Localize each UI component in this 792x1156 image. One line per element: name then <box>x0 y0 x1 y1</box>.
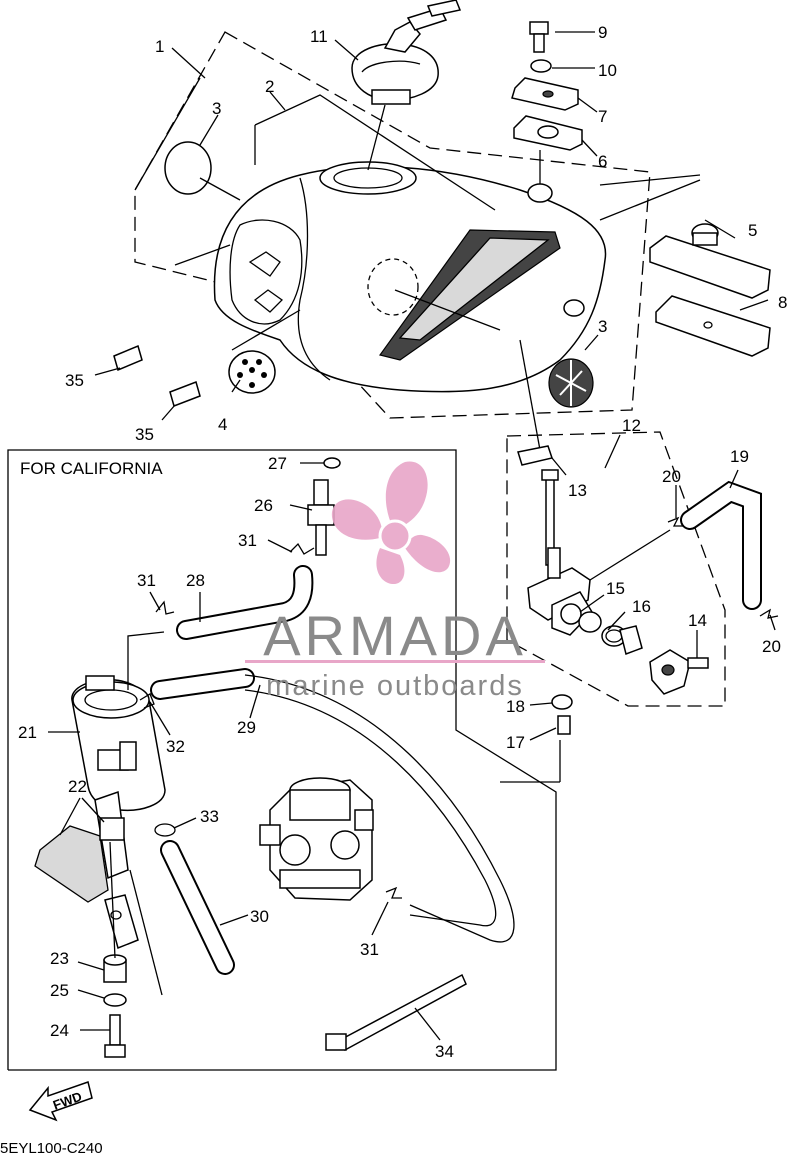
callout: 33 <box>200 807 219 826</box>
leader-lines-upper <box>94 31 769 451</box>
callout: 4 <box>218 415 227 434</box>
callout: 16 <box>632 597 651 616</box>
callout: 11 <box>310 27 328 46</box>
leader-lines-fuel-cock <box>500 434 776 783</box>
callout: 31 <box>137 571 156 590</box>
charcoal-canister <box>71 675 166 812</box>
clip-31-lower <box>385 886 402 899</box>
cable-tie <box>325 973 467 1052</box>
clip-20-upper <box>667 516 684 527</box>
hose-30 <box>160 840 235 975</box>
damper-round <box>228 350 276 394</box>
callout: 23 <box>50 949 69 968</box>
callout: 19 <box>730 447 749 466</box>
canister-bracket <box>34 790 139 950</box>
callout: 21 <box>18 723 37 742</box>
callout: 9 <box>598 23 607 42</box>
clip-32 <box>139 693 155 709</box>
callout: 13 <box>568 481 587 500</box>
hose-29 <box>150 668 515 943</box>
fuel-tank <box>174 161 607 393</box>
roll-over-valve <box>307 479 335 556</box>
watermark-divider <box>245 660 545 663</box>
callout: 2 <box>265 77 274 96</box>
fwd-arrow: FWD <box>28 1081 93 1122</box>
watermark-tagline: marine outboards <box>266 670 524 702</box>
callout: 28 <box>186 571 205 590</box>
damper <box>513 115 583 151</box>
leader-lines-california <box>48 462 441 1041</box>
bolt-24 <box>104 1014 126 1058</box>
watermark-brand: ARMADA <box>263 604 527 667</box>
callout: 5 <box>748 221 757 240</box>
pad-lower <box>169 381 201 407</box>
cap-27 <box>323 457 341 469</box>
callout: 20 <box>762 637 781 656</box>
callout: 24 <box>50 1021 69 1040</box>
clip-31-left <box>155 600 175 615</box>
callout: 25 <box>50 981 69 1000</box>
callout: 30 <box>250 907 269 926</box>
clip-33 <box>154 823 176 837</box>
callout: 29 <box>237 718 256 737</box>
clip-20-lower <box>759 608 779 619</box>
washer <box>530 59 552 73</box>
callout: 22 <box>68 777 87 796</box>
callout: 8 <box>778 293 787 312</box>
callout: 32 <box>166 737 185 756</box>
callout: 6 <box>598 152 607 171</box>
hose-28 <box>176 565 314 640</box>
bolt <box>529 21 549 53</box>
emblem-right <box>548 358 594 408</box>
bracket-upper <box>511 77 579 111</box>
california-frame <box>7 449 557 1071</box>
callout: 31 <box>238 531 257 550</box>
emblem-left <box>164 141 212 195</box>
callout: 17 <box>506 733 525 752</box>
carburetor <box>259 777 374 901</box>
callout: 35 <box>65 371 84 390</box>
fwd-label: FWD <box>51 1089 84 1113</box>
collar-25 <box>103 993 127 1007</box>
callout: 31 <box>360 940 379 959</box>
callout: 3 <box>212 99 221 118</box>
callout: 27 <box>268 454 287 473</box>
pad-upper <box>113 344 143 372</box>
callout: 1 <box>155 37 164 56</box>
callout: 3 <box>598 317 607 336</box>
callout: 34 <box>435 1042 454 1061</box>
rear-pad <box>655 295 771 357</box>
callout: 7 <box>598 107 607 126</box>
callout: 15 <box>606 579 625 598</box>
rear-bracket <box>649 223 771 299</box>
callout: 12 <box>622 416 641 435</box>
fuel-cock-assembly-outline <box>506 431 726 707</box>
callout: 18 <box>506 697 525 716</box>
clip-31-upper <box>289 542 315 555</box>
callout: 20 <box>662 467 681 486</box>
diagram-code: 5EYL100-C240 <box>0 1140 103 1156</box>
watermark-logo <box>331 461 451 585</box>
callout: 10 <box>598 61 617 80</box>
callout: 26 <box>254 496 273 515</box>
callout: 14 <box>688 611 707 630</box>
fuel-cap <box>351 0 462 105</box>
grommet-23 <box>103 954 127 983</box>
fuel-cock <box>517 445 709 735</box>
fuel-tank-assembly-outline <box>134 31 651 419</box>
grommet <box>527 183 553 203</box>
california-label: FOR CALIFORNIA <box>20 459 163 478</box>
fuel-hose-19 <box>680 480 762 610</box>
callout: 35 <box>135 425 154 444</box>
